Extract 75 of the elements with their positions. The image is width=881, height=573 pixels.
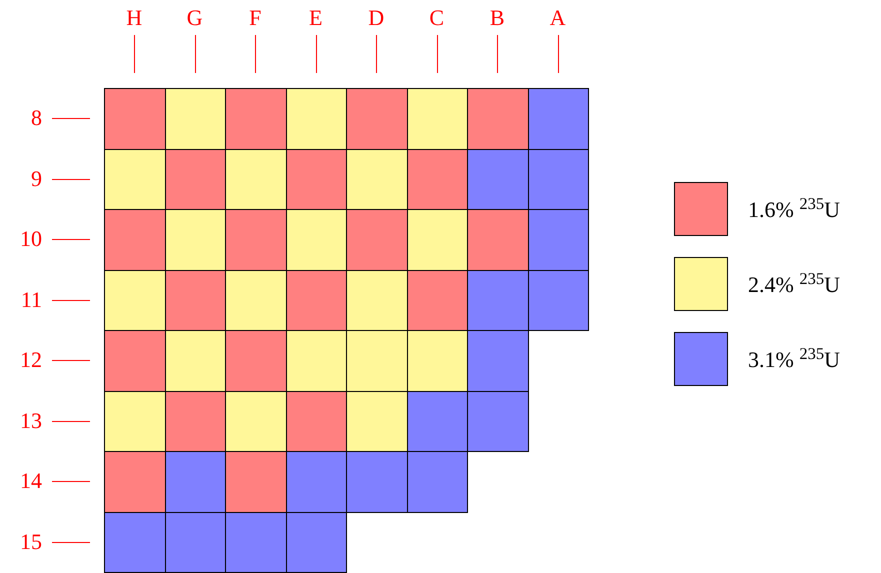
row-label: 14 — [19, 470, 42, 492]
fuel-assembly-cell — [406, 390, 468, 452]
fuel-assembly-cell — [467, 390, 528, 452]
fuel-assembly-cell — [286, 270, 347, 331]
fuel-assembly-cell — [225, 88, 286, 150]
fuel-assembly-cell — [346, 330, 408, 392]
fuel-assembly-cell — [286, 330, 347, 392]
fuel-assembly-cell — [104, 330, 166, 392]
fuel-assembly-cell — [406, 88, 468, 150]
fuel-assembly-cell — [467, 270, 528, 331]
fuel-assembly-cell — [104, 270, 166, 331]
fuel-assembly-cell — [164, 209, 226, 270]
column-label: D — [367, 7, 386, 29]
row-label: 12 — [19, 349, 42, 372]
fuel-assembly-cell — [164, 270, 226, 331]
fuel-assembly-cell — [406, 330, 468, 392]
row-label: 8 — [30, 107, 42, 130]
fuel-assembly-cell — [225, 270, 286, 331]
column-label: G — [186, 7, 204, 29]
row-label: 15 — [19, 530, 42, 553]
column-label: H — [125, 7, 144, 29]
column-label: A — [548, 7, 567, 29]
fuel-assembly-cell — [528, 148, 589, 210]
legend-label: 3.1% $^{235}$U — [748, 349, 840, 371]
row-label: 11 — [20, 288, 42, 311]
fuel-assembly-cell — [286, 148, 347, 210]
fuel-assembly-cell — [346, 451, 408, 512]
fuel-assembly-cell — [164, 88, 226, 150]
column-label: C — [428, 7, 446, 29]
fuel-assembly-cell — [164, 390, 226, 452]
fuel-assembly-cell — [346, 209, 408, 270]
fuel-assembly-cell — [406, 270, 468, 331]
fuel-assembly-cell — [406, 148, 468, 210]
fuel-assembly-cell — [528, 88, 589, 150]
column-label: E — [308, 7, 324, 29]
fuel-assembly-cell — [286, 451, 347, 512]
fuel-assembly-cell — [467, 330, 528, 392]
fuel-assembly-cell — [406, 209, 468, 270]
fuel-assembly-cell — [164, 451, 226, 512]
fuel-assembly-cell — [286, 390, 347, 452]
fuel-assembly-cell — [104, 390, 166, 452]
fuel-assembly-cell — [286, 88, 347, 150]
fuel-assembly-cell — [286, 512, 347, 573]
fuel-assembly-cell — [164, 330, 226, 392]
fuel-assembly-cell — [467, 148, 528, 210]
fuel-assembly-cell — [104, 209, 166, 270]
fuel-assembly-cell — [406, 451, 468, 512]
fuel-assembly-cell — [225, 209, 286, 270]
legend-label: 1.6% $^{235}$U — [748, 199, 840, 221]
fuel-assembly-cell — [346, 390, 408, 452]
fuel-assembly-cell — [225, 330, 286, 392]
fuel-assembly-cell — [104, 88, 166, 150]
fuel-assembly-cell — [467, 88, 528, 150]
fuel-assembly-cell — [225, 512, 286, 573]
fuel-assembly-cell — [104, 148, 166, 210]
fuel-assembly-cell — [104, 512, 166, 573]
fuel-assembly-cell — [528, 270, 589, 331]
row-label: 13 — [19, 410, 42, 432]
fuel-assembly-cell — [286, 209, 347, 270]
fuel-assembly-cell — [225, 390, 286, 452]
legend-label: 2.4% $^{235}$U — [748, 274, 840, 296]
fuel-assembly-cell — [104, 451, 166, 512]
fuel-assembly-cell — [346, 88, 408, 150]
fuel-assembly-cell — [164, 148, 226, 210]
fuel-assembly-cell — [225, 148, 286, 210]
row-label: 9 — [30, 168, 42, 190]
fuel-assembly-cell — [225, 451, 286, 512]
fuel-assembly-cell — [528, 209, 589, 270]
column-label: F — [248, 7, 262, 29]
fuel-assembly-cell — [346, 270, 408, 331]
column-label: B — [488, 7, 506, 29]
row-label: 10 — [19, 228, 42, 250]
fuel-assembly-cell — [346, 148, 408, 210]
fuel-assembly-cell — [467, 209, 528, 270]
fuel-assembly-cell — [164, 512, 226, 573]
